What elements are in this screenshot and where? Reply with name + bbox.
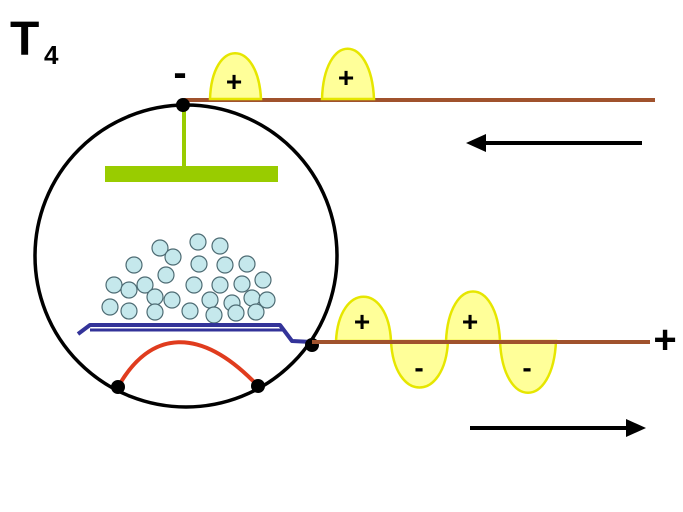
bottom-lobe-3 [444,290,502,343]
particle [120,281,138,299]
top-lobe-2 [320,47,376,101]
bottom-lobe-2 [389,339,450,389]
particle [216,256,234,274]
particle [254,271,272,289]
top-arrow-head [466,134,486,152]
particle [101,298,119,316]
particle [146,303,164,321]
particle [190,255,208,273]
bottom-lobe-1 [334,295,393,343]
particle [120,302,138,320]
bottom-lobe-4-label: - [522,352,531,383]
particle [146,288,164,306]
filament-left-dot [111,380,125,394]
particle [211,276,229,294]
particle [164,248,182,266]
particle [227,304,245,322]
particle [125,256,143,274]
particle [258,291,276,309]
particle [185,276,203,294]
top-lobe-1 [208,52,263,101]
particle [157,266,175,284]
top-terminal-dot [176,98,190,112]
bottom-arrow-head [626,419,646,437]
particle [105,276,123,294]
minus-terminal-sign: - [173,51,186,95]
title-subscript: 4 [44,40,59,70]
particle [238,255,256,273]
particle [205,306,223,324]
top-lobe-1-label: + [226,66,242,97]
top-lobe-2-label: + [338,62,354,93]
electron-cloud [101,233,276,324]
bottom-lobe-1-label: + [354,306,370,337]
particle [247,303,265,321]
cathode [76,323,313,344]
bottom-lobe-4 [498,339,558,394]
particle [233,275,251,293]
bottom-lobe-2-label: - [414,352,423,383]
particle [201,291,219,309]
grid-plate [105,166,278,182]
filament [116,340,260,388]
particle [211,237,229,255]
particle [163,291,181,309]
particle [189,233,207,251]
particle [151,239,169,257]
particle [136,276,154,294]
filament-right-dot [251,379,265,393]
title-letter: T [10,13,39,66]
plus-terminal-sign: + [653,318,676,362]
particle [181,302,199,320]
bottom-lobe-3-label: + [462,306,478,337]
